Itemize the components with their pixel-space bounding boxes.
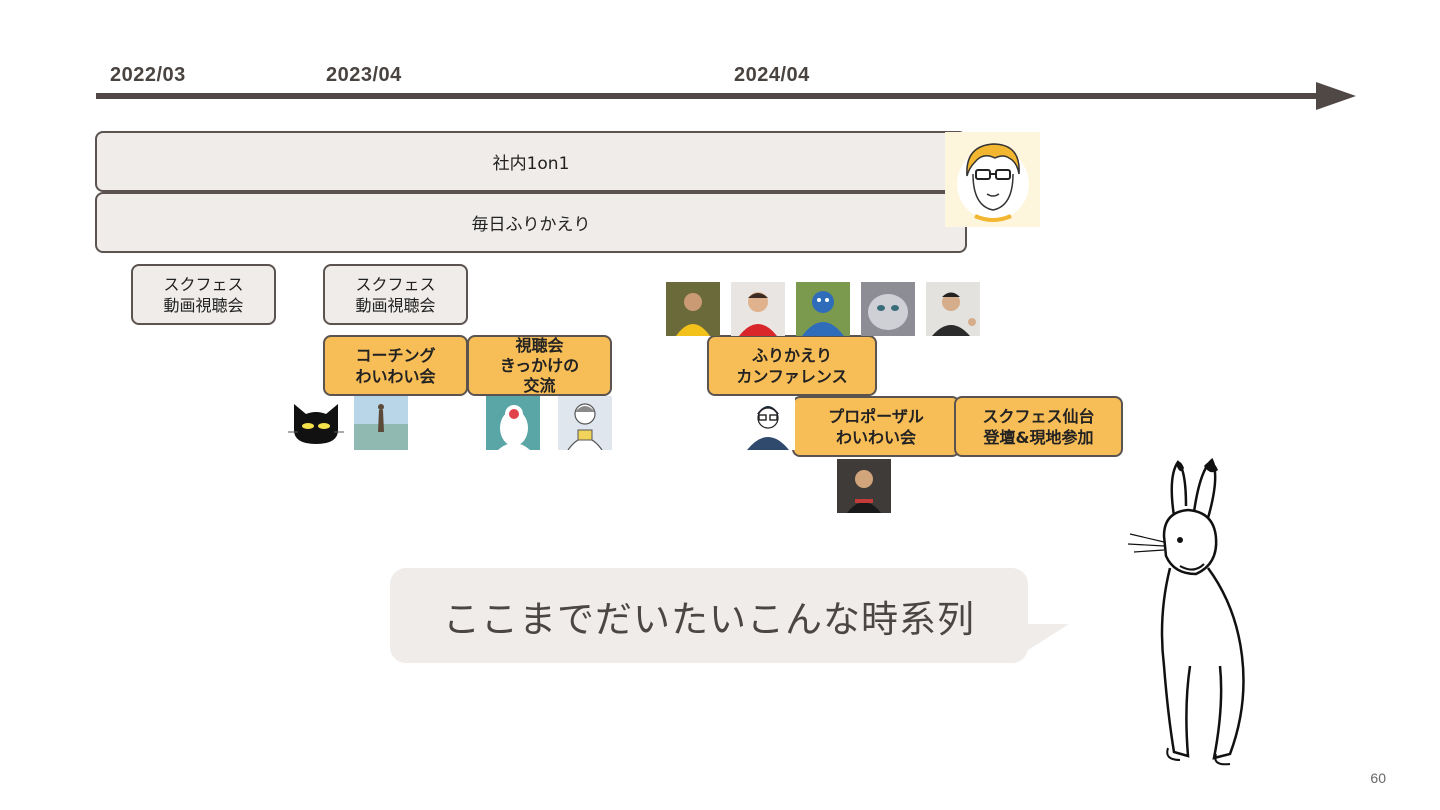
bar-internal-1on1-label: 社内1on1 bbox=[492, 154, 570, 174]
event-retro-conference: ふりかえり カンファレンス bbox=[707, 335, 877, 396]
event-coaching-meetup-line1: コーチング bbox=[355, 345, 436, 365]
avatar-glasses-man-illustration bbox=[945, 132, 1040, 227]
event-viewing-party-2022: スクフェス 動画視聴会 bbox=[131, 264, 276, 325]
event-proposal-meetup: プロポーザル わいわい会 bbox=[792, 396, 960, 457]
bar-daily-retro-label: 毎日ふりかえり bbox=[471, 215, 591, 235]
bar-internal-1on1: 社内1on1 bbox=[95, 131, 967, 192]
chojugiga-rabbit-illustration bbox=[1124, 456, 1256, 768]
event-viewing-party-2023-line1: スクフェス bbox=[355, 274, 436, 294]
avatar-photo-beach bbox=[354, 396, 408, 450]
speech-bubble: ここまでだいたいこんな時系列 bbox=[390, 568, 1028, 663]
bar-daily-retro: 毎日ふりかえり bbox=[95, 192, 967, 253]
event-retro-conference-line2: カンファレンス bbox=[736, 366, 848, 386]
avatar-reader-illustration bbox=[558, 396, 612, 450]
timeline-date-2023-04: 2023/04 bbox=[326, 64, 402, 86]
avatar-blue-oni-figure bbox=[796, 282, 850, 336]
event-viewing-exchange-line2: きっかけの bbox=[499, 355, 580, 375]
avatar-photo-red-shirt bbox=[731, 282, 785, 336]
avatar-photo-yellow-shirt bbox=[666, 282, 720, 336]
event-viewing-exchange-line1: 視聴会 bbox=[515, 335, 564, 355]
event-viewing-party-2022-line2: 動画視聴会 bbox=[163, 295, 244, 315]
avatar-glasses-hoodie-illustration bbox=[741, 396, 795, 450]
event-proposal-meetup-line2: わいわい会 bbox=[835, 427, 916, 447]
event-viewing-party-2022-line1: スクフェス bbox=[163, 274, 244, 294]
event-retro-conference-line1: ふりかえり bbox=[751, 345, 832, 365]
event-viewing-party-2023-line2: 動画視聴会 bbox=[355, 295, 436, 315]
event-scrumfest-sendai: スクフェス仙台 登壇&現地参加 bbox=[954, 396, 1123, 457]
event-viewing-exchange: 視聴会 きっかけの 交流 bbox=[467, 335, 612, 396]
event-scrumfest-sendai-line2: 登壇&現地参加 bbox=[983, 427, 1094, 447]
speech-bubble-text: ここまでだいたいこんな時系列 bbox=[443, 597, 975, 641]
event-scrumfest-sendai-line1: スクフェス仙台 bbox=[982, 406, 1095, 426]
avatar-photo-thumbs-up bbox=[926, 282, 980, 336]
speech-bubble-tail bbox=[1025, 624, 1069, 652]
black-cat-icon bbox=[288, 400, 344, 446]
event-viewing-exchange-line3: 交流 bbox=[523, 375, 556, 395]
event-viewing-party-2023: スクフェス 動画視聴会 bbox=[323, 264, 468, 325]
timeline-date-2024-04: 2024/04 bbox=[734, 64, 810, 86]
event-coaching-meetup-line2: わいわい会 bbox=[355, 366, 436, 386]
page-number: 60 bbox=[1370, 770, 1386, 786]
avatar-bird-illustration bbox=[486, 396, 540, 450]
timeline-date-2022-03: 2022/03 bbox=[110, 64, 186, 86]
timeline-axis bbox=[96, 93, 1322, 99]
event-proposal-meetup-line1: プロポーザル bbox=[828, 406, 924, 426]
timeline-arrow-head bbox=[1316, 82, 1356, 110]
avatar-photo-speaker bbox=[837, 459, 891, 513]
avatar-cat-photo bbox=[861, 282, 915, 336]
event-coaching-meetup: コーチング わいわい会 bbox=[323, 335, 468, 396]
